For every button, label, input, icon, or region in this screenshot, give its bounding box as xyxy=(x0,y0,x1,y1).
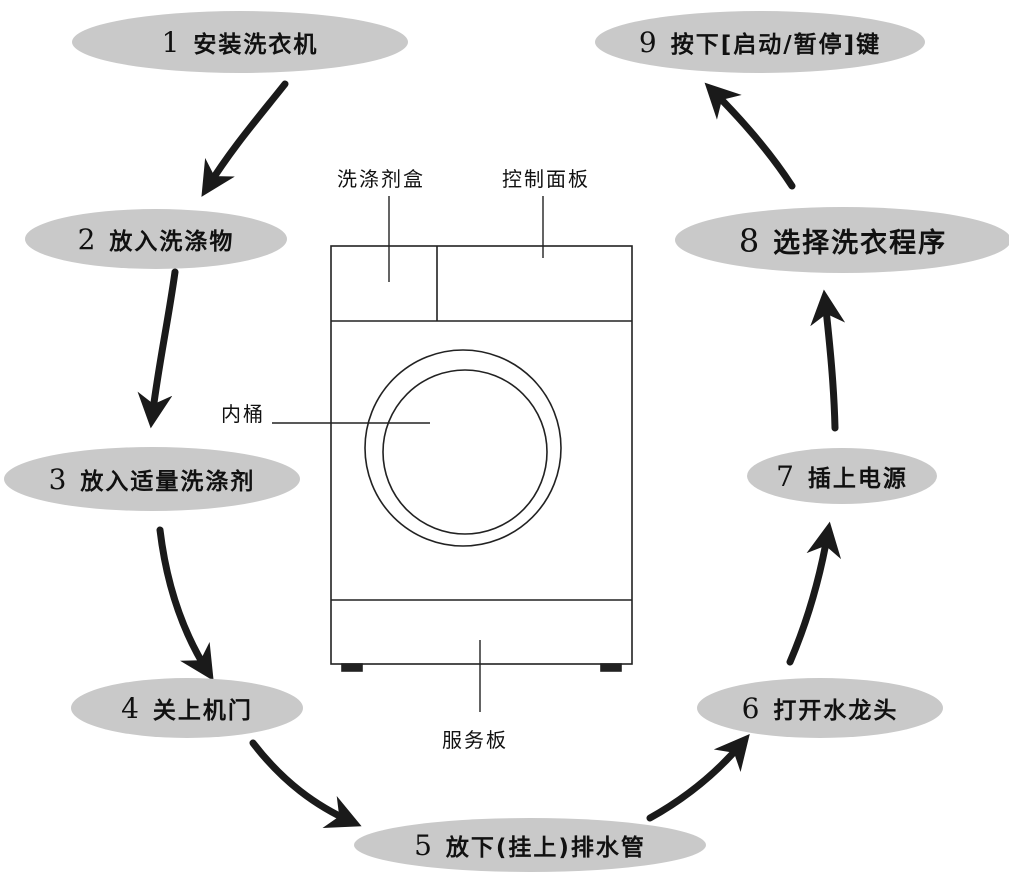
step-number: 7 xyxy=(776,460,794,493)
step-ellipse xyxy=(747,448,937,504)
step-8: 8 选择洗衣程序 xyxy=(675,207,1009,273)
callout-lines xyxy=(272,196,544,712)
arrow-5-to-6 xyxy=(646,733,750,822)
step-text: 插上电源 xyxy=(807,466,908,492)
step-ellipse xyxy=(595,11,925,73)
step-label: 6 打开水龙头 xyxy=(742,691,899,725)
step-4: 4 关上机门 xyxy=(71,678,303,738)
door-glass xyxy=(382,369,548,535)
step-5: 5 放下(挂上)排水管 xyxy=(354,818,706,872)
step-9: 9 按下[启动/暂停]键 xyxy=(595,11,925,73)
machine-body xyxy=(330,245,633,665)
arrow-6-to-7 xyxy=(786,521,842,666)
step-number: 1 xyxy=(161,26,180,59)
arrow-1-to-2 xyxy=(201,80,289,197)
washing-machine xyxy=(330,245,633,672)
arrow-2-to-3 xyxy=(137,268,179,429)
step-number: 4 xyxy=(121,692,139,725)
step-text: 放下(挂上)排水管 xyxy=(445,835,646,861)
arrow-3-to-4 xyxy=(156,526,214,681)
step-text: 选择洗衣程序 xyxy=(773,227,948,259)
step-ellipse xyxy=(71,678,303,738)
step-number: 9 xyxy=(638,26,657,59)
step-number: 6 xyxy=(741,692,760,725)
machine-foot-left xyxy=(341,663,363,672)
step-label: 5 放下(挂上)排水管 xyxy=(414,828,646,862)
step-1: 1 安装洗衣机 xyxy=(72,11,408,73)
step-3: 3 放入适量洗涤剂 xyxy=(4,447,300,511)
step-ellipse xyxy=(675,207,1009,273)
flow-arrows xyxy=(137,80,846,829)
step-2: 2 放入洗涤物 xyxy=(25,209,287,269)
step-7: 7 插上电源 xyxy=(747,448,937,504)
step-label: 9 按下[启动/暂停]键 xyxy=(639,25,881,59)
step-ellipse xyxy=(354,818,706,872)
arrow-4-to-5 xyxy=(249,739,362,829)
step-number: 8 xyxy=(738,221,760,260)
step-label: 7 插上电源 xyxy=(776,459,908,493)
machine-foot-right xyxy=(600,663,622,672)
step-number: 2 xyxy=(77,223,96,256)
door-ring xyxy=(364,349,562,547)
step-6: 6 打开水龙头 xyxy=(697,678,943,738)
step-ellipse xyxy=(697,678,943,738)
step-text: 放入洗涤物 xyxy=(109,229,235,255)
step-number: 5 xyxy=(414,829,432,862)
detergent-box-label: 洗涤剂盒 xyxy=(337,167,425,191)
step-label: 3 放入适量洗涤剂 xyxy=(49,462,256,496)
inner-drum-label: 内桶 xyxy=(221,402,265,426)
control-panel-label: 控制面板 xyxy=(502,167,590,191)
service-panel-label: 服务板 xyxy=(442,728,508,752)
arrow-8-to-9 xyxy=(704,82,796,190)
step-text: 按下[启动/暂停]键 xyxy=(670,32,882,58)
step-number: 3 xyxy=(48,463,67,496)
step-ellipse xyxy=(25,209,287,269)
step-label: 2 放入洗涤物 xyxy=(78,222,235,256)
step-text: 关上机门 xyxy=(152,698,253,724)
arrow-7-to-8 xyxy=(810,289,846,432)
step-ellipse xyxy=(72,11,408,73)
step-label: 4 关上机门 xyxy=(121,691,253,725)
step-label: 8 选择洗衣程序 xyxy=(739,221,947,260)
step-ellipse xyxy=(4,447,300,511)
step-text: 放入适量洗涤剂 xyxy=(80,469,256,495)
step-label: 1 安装洗衣机 xyxy=(162,25,319,59)
step-text: 打开水龙头 xyxy=(773,698,899,724)
step-text: 安装洗衣机 xyxy=(193,32,319,58)
